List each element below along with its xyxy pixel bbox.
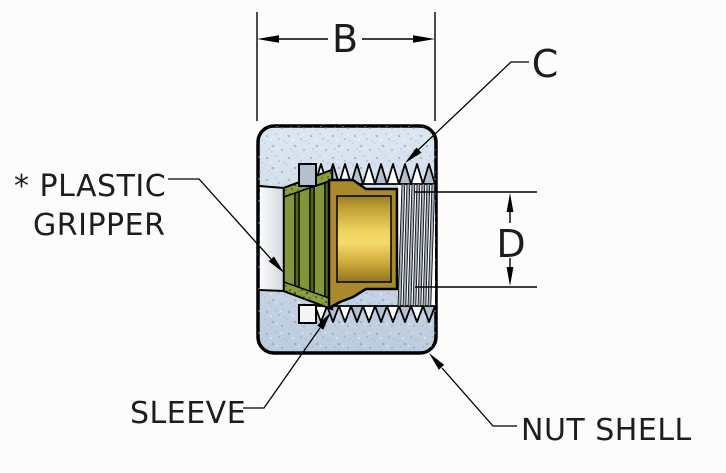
c-leader-line <box>415 61 529 153</box>
plastic-gripper-arrowhead-icon <box>268 256 284 273</box>
plastic-gripper <box>282 168 334 311</box>
bottom-thread-teeth-gray <box>326 305 436 323</box>
plastic-gripper-callout: * PLASTIC GRIPPER <box>14 169 284 273</box>
sleeve <box>327 178 399 310</box>
sleeve-leader <box>243 327 321 409</box>
bore-bottom-boundary-line <box>258 289 285 292</box>
dimension-b: B <box>256 12 436 121</box>
c-callout: C <box>405 42 558 163</box>
dimension-b-arrowhead-right-icon <box>413 35 435 43</box>
bore-top-boundary-line <box>258 185 285 189</box>
bottom-thread-teeth-white <box>314 305 424 323</box>
top-thread-teeth-gray <box>326 163 436 185</box>
dimension-b-arrowhead-left-icon <box>257 35 279 43</box>
thread-flank-stripes <box>397 183 436 307</box>
dimension-d-arrowhead-up-icon <box>506 193 514 212</box>
dimension-d: D <box>415 191 537 288</box>
dimension-c-label: C <box>532 42 559 86</box>
dimension-d-extension-lines <box>415 191 537 288</box>
nut-shell-label: NUT SHELL <box>521 413 692 448</box>
shell-key-bottom <box>298 304 317 324</box>
c-leader-arrowhead-icon <box>405 147 422 163</box>
dimension-b-label: B <box>332 17 358 61</box>
plastic-gripper-label-line2: GRIPPER <box>33 208 165 243</box>
gripper-fin-faces <box>283 181 326 299</box>
shell-key-top <box>298 163 317 187</box>
entrance-funnel <box>260 186 284 291</box>
sleeve-inner <box>336 195 392 283</box>
dimension-d-arrowhead-down-icon <box>506 267 514 286</box>
plastic-gripper-label-line1: * PLASTIC <box>14 169 166 204</box>
sleeve-label: SLEEVE <box>130 396 246 431</box>
nut-shell-callout: NUT SHELL <box>429 353 692 448</box>
nut-shell-leader <box>441 367 517 427</box>
sleeve-callout: SLEEVE <box>130 312 331 431</box>
sleeve-arrowhead-icon <box>317 312 331 330</box>
dimension-d-label: D <box>496 222 525 266</box>
nut-shell-arrowhead-icon <box>429 353 445 370</box>
plastic-gripper-leader <box>168 178 272 260</box>
dimension-b-extension-lines <box>256 12 436 121</box>
